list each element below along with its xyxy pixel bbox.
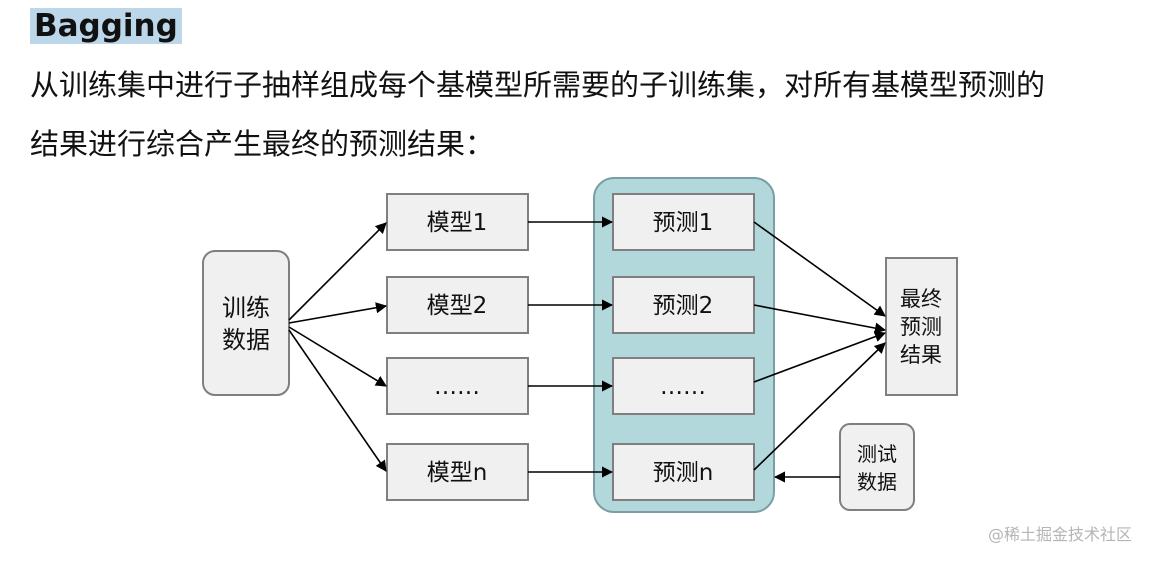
description-line-1: 从训练集中进行子抽样组成每个基模型所需要的子训练集，对所有基模型预测的 (30, 68, 1046, 102)
test-data-label-1: 测试 (857, 442, 897, 466)
final-result-label-2: 预测 (900, 315, 942, 339)
training-data-node: 训练 数据 (202, 250, 290, 396)
prediction-label-n: 预测n (653, 460, 714, 486)
prediction-node-n: 预测n (612, 443, 755, 501)
prediction-node-2: 预测2 (612, 276, 755, 334)
model-label-1: 模型1 (427, 210, 488, 236)
arrow-train-to-model-ellipsis (288, 326, 387, 387)
test-data-label-2: 数据 (857, 470, 897, 494)
test-data-node: 测试 数据 (839, 423, 915, 511)
final-result-node: 最终 预测 结果 (885, 257, 958, 396)
arrow-prediction-ellipsis-to-final (753, 331, 887, 383)
model-node-1: 模型1 (386, 193, 529, 251)
training-data-label-1: 训练 (222, 294, 270, 322)
training-data-label-2: 数据 (222, 326, 270, 354)
model-node-2: 模型2 (386, 276, 529, 334)
arrow-train-to-model-2 (288, 302, 388, 324)
arrow-prediction-1-to-final (753, 221, 886, 317)
prediction-group (593, 177, 775, 513)
prediction-label-ellipsis: …… (660, 374, 706, 400)
final-result-label-1: 最终 (900, 287, 942, 311)
page-title: Bagging (30, 8, 182, 44)
arrow-train-to-model-n (288, 329, 387, 472)
model-label-2: 模型2 (427, 293, 488, 319)
model-label-ellipsis: …… (434, 374, 480, 400)
model-node-n: 模型n (386, 443, 529, 501)
model-node-ellipsis: …… (386, 357, 529, 415)
arrow-prediction-n-to-final (753, 342, 886, 471)
prediction-label-1: 预测1 (653, 210, 714, 236)
watermark: @稀土掘金技术社区 (987, 525, 1132, 544)
prediction-label-2: 预测2 (653, 293, 714, 319)
prediction-node-1: 预测1 (612, 193, 755, 251)
prediction-node-ellipsis: …… (612, 357, 755, 415)
description-line-2: 结果进行综合产生最终的预测结果： (30, 127, 495, 161)
model-label-n: 模型n (427, 460, 488, 486)
final-result-label-3: 结果 (900, 343, 942, 367)
arrow-train-to-model-1 (288, 222, 387, 321)
arrow-prediction-2-to-final (753, 304, 887, 334)
